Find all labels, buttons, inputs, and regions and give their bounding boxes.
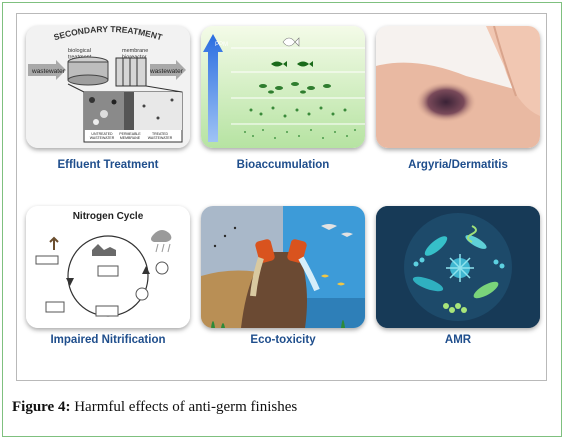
eco-toxicity-image [201, 206, 365, 328]
argyria-dermatitis-caption: Argyria/Dermatitis [408, 159, 508, 171]
bioaccumulation-caption: Bioaccumulation [236, 159, 330, 171]
eco-toxicity-caption: Eco-toxicity [250, 334, 316, 346]
figure-caption: Figure 4: Harmful effects of anti-germ f… [12, 399, 297, 416]
figure-label: Figure 4: [12, 399, 71, 415]
bioaccumulation-image: PPM [201, 26, 365, 148]
ppm-arrow [203, 34, 223, 142]
inflow-arrow [28, 60, 66, 80]
ppm-label: PPM [215, 42, 228, 48]
amr-image [376, 206, 540, 328]
nitrogen-cycle-title: Nitrogen Cycle [73, 211, 144, 222]
figure-frame [2, 2, 562, 437]
impaired-nitrification-caption: Impaired Nitrification [50, 334, 166, 346]
effluent-treatment-caption: Effluent Treatment [57, 159, 159, 171]
argyria-dermatitis-image [376, 26, 540, 148]
figure-caption-text: Harmful effects of anti-germ finishes [74, 399, 298, 415]
effluent-treatment-image: SECONDARY TREATMENT biologicaltreatment … [26, 26, 190, 148]
outflow-arrow [150, 60, 186, 80]
wastewater-in-label: wastewater [31, 68, 66, 75]
nitrogen-cycle-image: Nitrogen Cycle [26, 206, 190, 328]
wastewater-out-label: wastewater [149, 68, 184, 75]
amr-caption: AMR [444, 334, 472, 346]
